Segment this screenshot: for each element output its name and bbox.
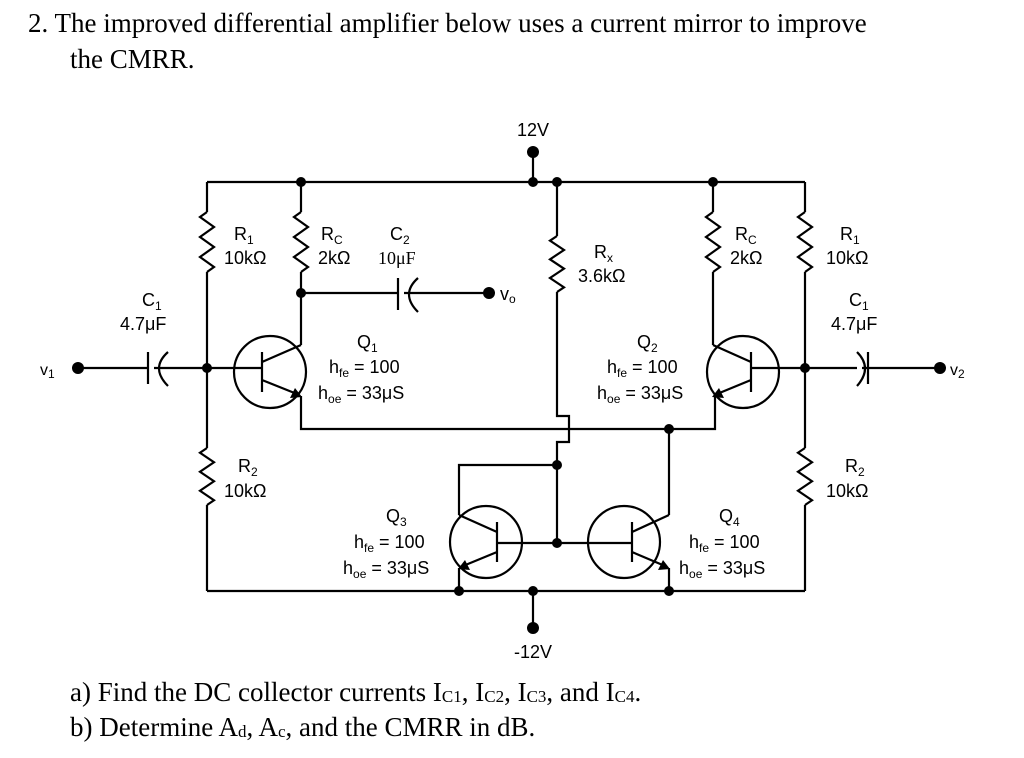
r1-left-label: R1 xyxy=(234,224,254,247)
rc-left-value: 2kΩ xyxy=(318,248,350,268)
q3-hoe: hoe = 33μS xyxy=(343,558,429,581)
rc-left-label: RC xyxy=(321,224,343,247)
r1-left-value: 10kΩ xyxy=(224,248,266,268)
vo-terminal xyxy=(483,287,495,299)
rx-label: Rx xyxy=(594,242,613,265)
v2-label: v2 xyxy=(950,362,965,381)
junction-dots xyxy=(202,146,810,634)
question-line-1: 2. The improved differential amplifier b… xyxy=(28,8,867,38)
part-b: b) Determine Ad, Ac, and the CMRR in dB. xyxy=(70,712,536,742)
resistor-r1-right xyxy=(796,211,814,273)
rc-right-value: 2kΩ xyxy=(730,248,762,268)
v2-terminal xyxy=(934,362,946,374)
r2-left-value: 10kΩ xyxy=(224,481,266,501)
q4-hfe: hfe = 100 xyxy=(689,532,760,555)
vo-label: vo xyxy=(500,284,516,306)
q1-hoe: hoe = 33μS xyxy=(318,383,404,406)
q2-hfe: hfe = 100 xyxy=(607,357,678,380)
r2-right-value: 10kΩ xyxy=(826,481,868,501)
r1-right-label: R1 xyxy=(840,224,860,247)
question-line-2: the CMRR. xyxy=(70,44,195,74)
part-a: a) Find the DC collector currents IC1, I… xyxy=(70,677,642,707)
rx-value: 3.6kΩ xyxy=(578,266,625,286)
q3-label: Q3 xyxy=(386,506,407,529)
c1-right-label: C1 xyxy=(849,290,869,313)
resistor-r1-left xyxy=(198,211,216,273)
resistor-rc-right xyxy=(704,211,722,273)
rc-right-label: RC xyxy=(735,224,757,247)
resistor-rx xyxy=(548,235,566,293)
resistor-r2-right xyxy=(796,447,814,506)
q4-hoe: hoe = 33μS xyxy=(679,558,765,581)
transistor-q4 xyxy=(586,504,670,580)
r2-left-label: R2 xyxy=(238,456,258,479)
transistor-q1 xyxy=(232,334,308,410)
vpos-label: 12V xyxy=(517,120,549,140)
q3-hfe: hfe = 100 xyxy=(354,532,425,555)
q1-label: Q1 xyxy=(357,332,378,355)
transistor-q3 xyxy=(448,504,524,580)
c1-left-label: C1 xyxy=(142,290,162,313)
q2-hoe: hoe = 33μS xyxy=(597,383,683,406)
q4-label: Q4 xyxy=(719,506,740,529)
vneg-label: -12V xyxy=(514,642,552,662)
c1-right-value: 4.7μF xyxy=(831,314,877,334)
q1-hfe: hfe = 100 xyxy=(329,357,400,380)
r2-right-label: R2 xyxy=(845,456,865,479)
v1-label: v1 xyxy=(40,362,55,381)
v1-terminal xyxy=(72,362,84,374)
c2-value: 10μF xyxy=(378,248,416,268)
resistor-rc-left xyxy=(292,211,310,273)
r1-right-value: 10kΩ xyxy=(826,248,868,268)
c1-left-value: 4.7μF xyxy=(120,314,166,334)
resistor-r2-left xyxy=(198,447,216,506)
q2-label: Q2 xyxy=(637,332,658,355)
c2-label: C2 xyxy=(390,224,410,247)
transistor-q2 xyxy=(705,334,781,410)
